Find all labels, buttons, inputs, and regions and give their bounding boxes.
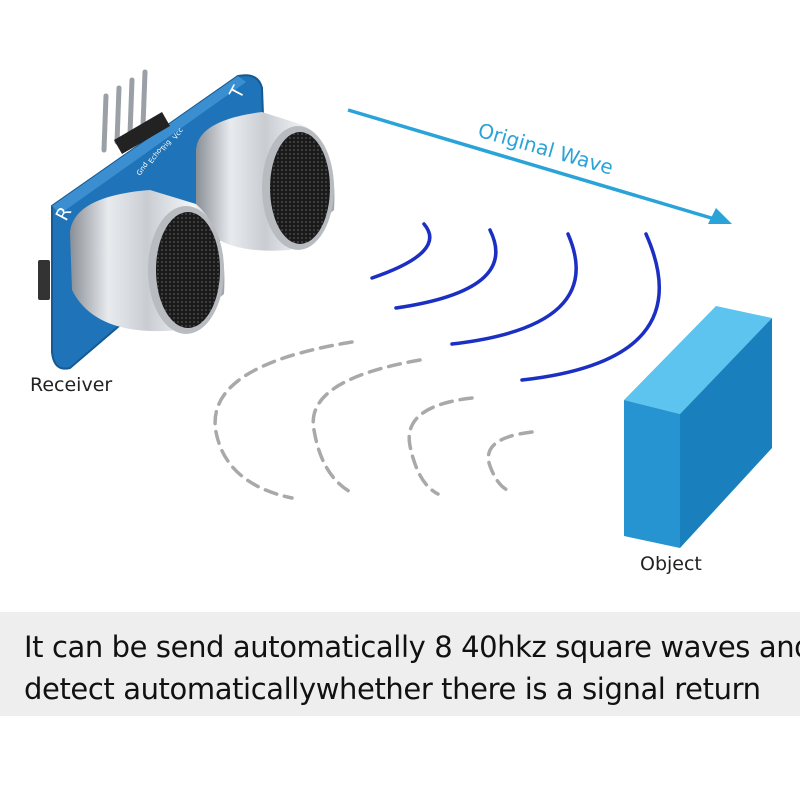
emitted-wave-3	[450, 232, 578, 346]
emitted-wave-4	[520, 232, 662, 382]
reflected-wave-3	[407, 396, 474, 496]
caption-line-1: It can be send automatically 8 40hkz squ…	[24, 630, 800, 664]
original-wave-arrow	[347, 108, 732, 224]
object-block	[624, 306, 772, 548]
emitted-wave-2	[394, 228, 498, 310]
caption-line-2: detect automaticallywhether there is a s…	[24, 672, 761, 706]
object-side-face	[680, 318, 772, 548]
object-top-face	[624, 306, 772, 414]
transmitter-transducer	[196, 112, 335, 251]
reflected-wave-4	[486, 430, 534, 494]
reflected-waves	[213, 340, 534, 500]
caption-band	[0, 612, 800, 716]
emitted-wave-1	[370, 222, 432, 280]
header-pins	[101, 69, 148, 153]
ultrasonic-sensor: Vcc Trig Echo Gnd R T	[38, 69, 335, 370]
object-label: Object	[640, 553, 702, 575]
ultrasonic-diagram: Vcc Trig Echo Gnd R T	[38, 69, 772, 548]
reflected-wave-2	[311, 358, 422, 496]
receiver-transducer	[70, 190, 225, 334]
receiver-label: Receiver	[30, 374, 113, 396]
emitted-waves	[370, 222, 662, 382]
object-front-face	[624, 400, 680, 548]
reflected-wave-1	[213, 340, 354, 500]
